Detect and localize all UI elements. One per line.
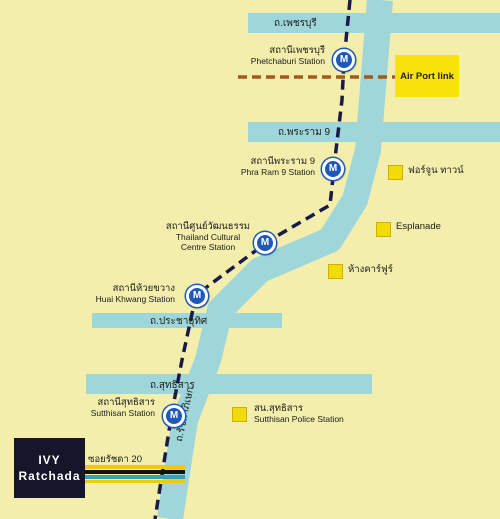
destination-line2: Ratchada — [18, 469, 81, 483]
carrefour-marker-icon[interactable] — [328, 264, 343, 279]
suthisan-road — [86, 374, 372, 394]
soi-ratchada-20-lane-3 — [85, 475, 185, 479]
station-name-th: สถานีสุทธิสาร — [97, 397, 155, 408]
police-station-marker-icon[interactable] — [232, 407, 247, 422]
station-name-en: Phra Ram 9 Station — [240, 166, 315, 177]
station-name-en: Phetchaburi Station — [250, 55, 325, 66]
phetchaburi-road — [248, 13, 500, 33]
station-name-th: สถานีศูนย์วัฒนธรรม — [165, 221, 251, 232]
station-label-huai-khwang: สถานีห้วยขวาง Huai Khwang Station — [95, 283, 175, 305]
ivy-ratchada-destination[interactable]: IVY Ratchada — [14, 438, 85, 498]
station-label-sutthisan: สถานีสุทธิสาร Sutthisan Station — [90, 397, 155, 419]
place-label-carrefour: ห้างคาร์ฟูร์ — [348, 264, 393, 275]
metro-station-phra-ram-9-icon[interactable]: M — [322, 158, 344, 180]
place-name-th: สน.สุทธิสาร — [254, 403, 304, 414]
airport-link-box: Air Port link — [395, 55, 459, 97]
place-label-esplanade: Esplanade — [396, 221, 441, 232]
station-name-th: สถานีพระราม 9 — [250, 156, 315, 167]
metro-station-thailand-cultural-centre-icon[interactable]: M — [254, 232, 276, 254]
esplanade-marker-icon[interactable] — [376, 222, 391, 237]
soi-ratchada-20-lane-4 — [85, 480, 185, 483]
station-label-phetchaburi: สถานีเพชรบุรี Phetchaburi Station — [250, 45, 325, 67]
place-name-en: Sutthisan Police Station — [254, 413, 344, 424]
metro-station-sutthisan-icon[interactable]: M — [163, 405, 185, 427]
pracharat-road — [92, 313, 282, 328]
road-label-pracharat: ถ.ประชาอุทิศ — [150, 316, 208, 327]
metro-line — [153, 0, 352, 519]
road-label-suthisan: ถ.สุทธิสาร — [150, 380, 195, 391]
metro-station-phetchaburi-icon[interactable]: M — [333, 49, 355, 71]
station-label-thailand-cultural-centre: สถานีศูนย์วัฒนธรรม Thailand Cultural Cen… — [160, 221, 256, 252]
station-name-en-line2: Centre Station — [180, 241, 236, 252]
station-name-th: สถานีเพชรบุรี — [269, 45, 325, 56]
station-name-en: Thailand Cultural — [175, 231, 241, 242]
rama9-road — [248, 122, 500, 142]
metro-station-huai-khwang-icon[interactable]: M — [186, 285, 208, 307]
station-label-phra-ram-9: สถานีพระราม 9 Phra Ram 9 Station — [240, 156, 315, 178]
soi-ratchada-20-lane-2 — [85, 470, 185, 474]
road-label-rama9: ถ.พระราม 9 — [278, 127, 331, 138]
station-name-en: Huai Khwang Station — [95, 293, 175, 304]
destination-line1: IVY — [38, 453, 61, 467]
fortune-town-marker-icon[interactable] — [388, 165, 403, 180]
station-name-en: Sutthisan Station — [90, 407, 155, 418]
ratchadaphisek-road — [157, 0, 393, 519]
station-name-th: สถานีห้วยขวาง — [112, 283, 175, 294]
place-label-fortune-town: ฟอร์จูน ทาวน์ — [408, 165, 464, 176]
road-label-phetchaburi: ถ.เพชรบุรี — [274, 18, 317, 29]
place-label-sutthisan-police: สน.สุทธิสาร Sutthisan Police Station — [254, 403, 344, 425]
soi-ratchada-20-lane-1 — [85, 465, 185, 469]
road-label-soi-ratchada-20: ซอยรัชดา 20 — [88, 454, 142, 465]
